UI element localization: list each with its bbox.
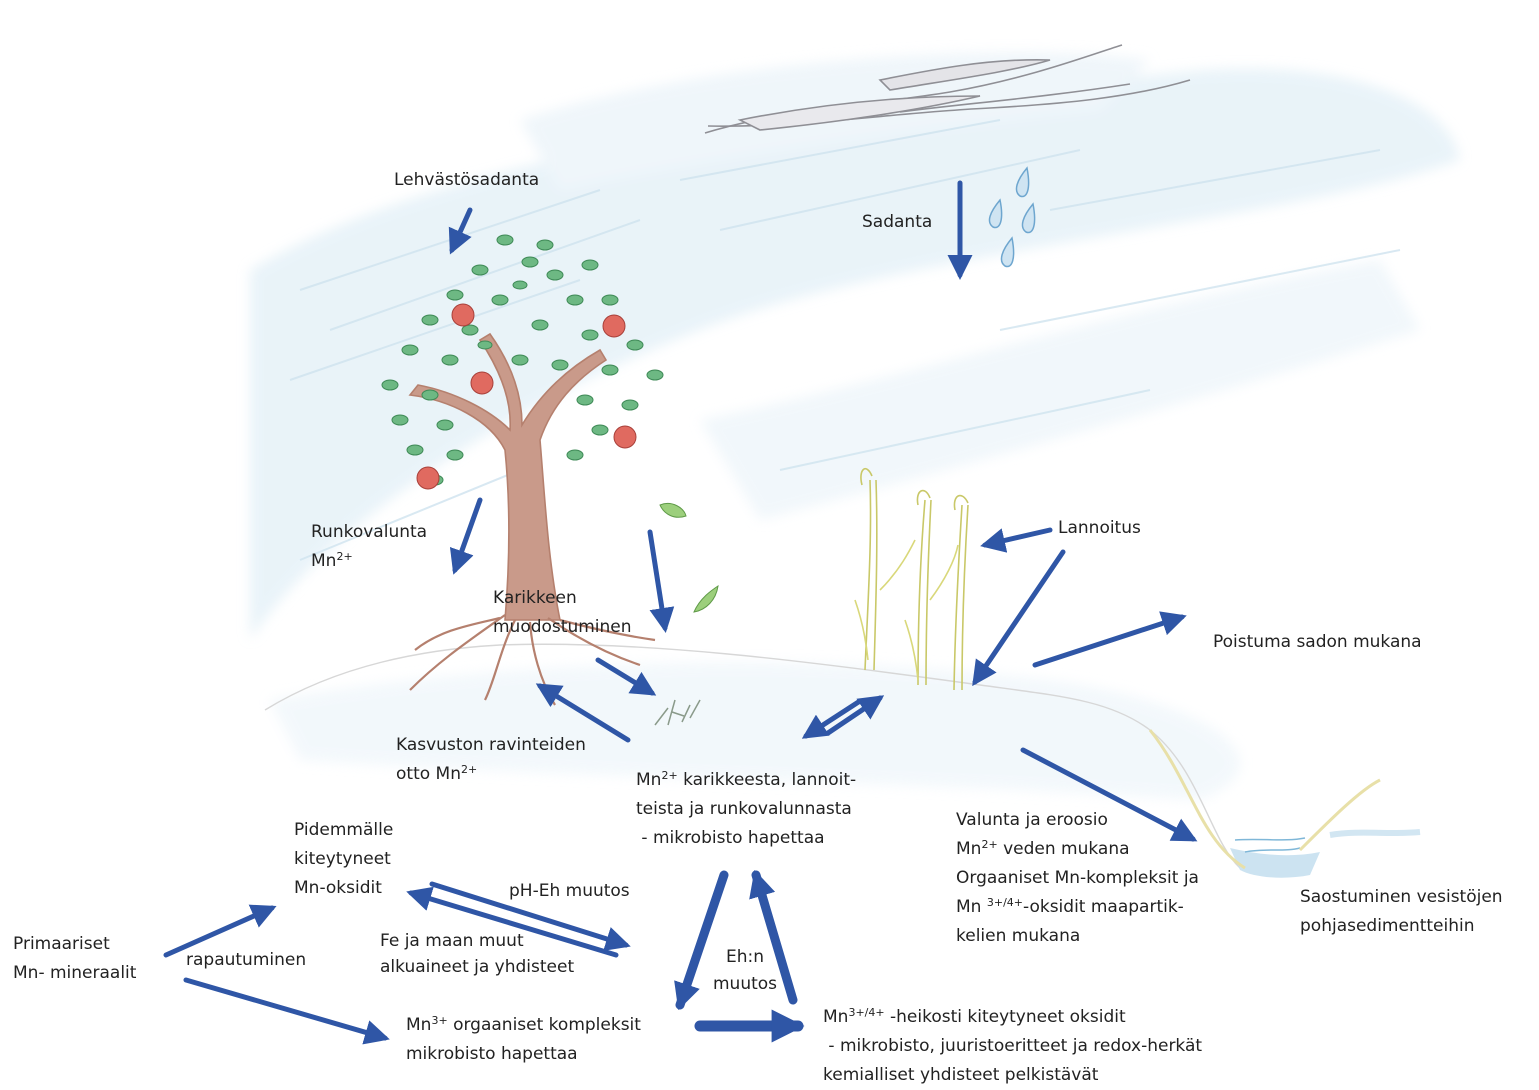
cloud [704,44,1191,134]
arrow-runoff [1020,747,1198,842]
tree [381,234,719,726]
label-foliage-rain: Lehvästösadanta [394,170,540,190]
arrow-harvest-removal [1032,611,1187,668]
label-stemflow: Runkovalunta Mn2+ [311,522,428,571]
label-fertilization: Lannoitus [1058,518,1141,538]
label-precipitation: Sadanta [862,212,933,232]
arrow-litter-to-soil [595,657,657,696]
arrow-soil-to-crop [825,695,885,736]
label-eh-change: Eh:n muutos [713,947,778,994]
label-crystalline-oxides: Pidemmälle kiteytyneet Mn-oksidit [294,820,394,898]
label-fe-elements: Fe ja maan muut alkuaineet ja yhdisteet [380,931,575,977]
arrow-oxides-to-mn2 [749,869,798,1005]
label-plant-uptake: Kasvuston ravinteiden otto Mn2+ [396,735,586,784]
tree-trunk [408,332,608,621]
flow-arrows [163,180,1198,1045]
label-mn2-pool: Mn2+ karikkeesta, lannoit- teista ja run… [636,769,857,848]
falling-leaves [659,502,719,613]
arrow-weathering-to-organic [183,977,390,1045]
tree-roots [409,614,656,706]
label-primary-minerals: Primaariset Mn- mineraalit [13,934,137,983]
apples [416,303,637,490]
arrow-plant-uptake [535,683,631,743]
label-weathering: rapautuminen [186,950,307,970]
raindrops [988,166,1036,268]
label-organic-complexes: Mn3+ orgaaniset kompleksit mikrobisto ha… [406,1014,641,1064]
label-weak-oxides: Mn3+/4+ -heikosti kiteytyneet oksidit - … [823,1006,1203,1085]
label-harvest-removal: Poistuma sadon mukana [1213,632,1422,652]
arrow-fertilization-crop [980,527,1053,553]
arrow-crystalline-to-fe [429,881,631,951]
arrow-weathering-to-crystalline [163,904,277,958]
arrow-crop-to-soil [801,698,863,739]
arrow-mn2-to-organic [674,870,729,1011]
sky-wash [250,52,1460,800]
arrow-foliage-rain [448,207,473,255]
arrow-fertilization-soil [972,549,1066,687]
tree-leaves [381,234,664,486]
arrow-litterfall [647,529,675,633]
label-ph-eh-change: pH-Eh muutos [509,881,630,901]
label-litter-formation: Karikkeen muodostuminen [493,588,632,637]
water-body [1148,729,1421,878]
label-sedimentation: Saostuminen vesistöjen pohjasedimentteih… [1300,887,1503,936]
litter-plant [654,699,701,726]
arrow-fe-to-crystalline [406,886,619,958]
label-runoff-erosion: Valunta ja eroosio Mn2+ veden mukana Org… [956,810,1199,946]
crop-plants [854,467,969,691]
arrow-stemflow [449,497,483,575]
